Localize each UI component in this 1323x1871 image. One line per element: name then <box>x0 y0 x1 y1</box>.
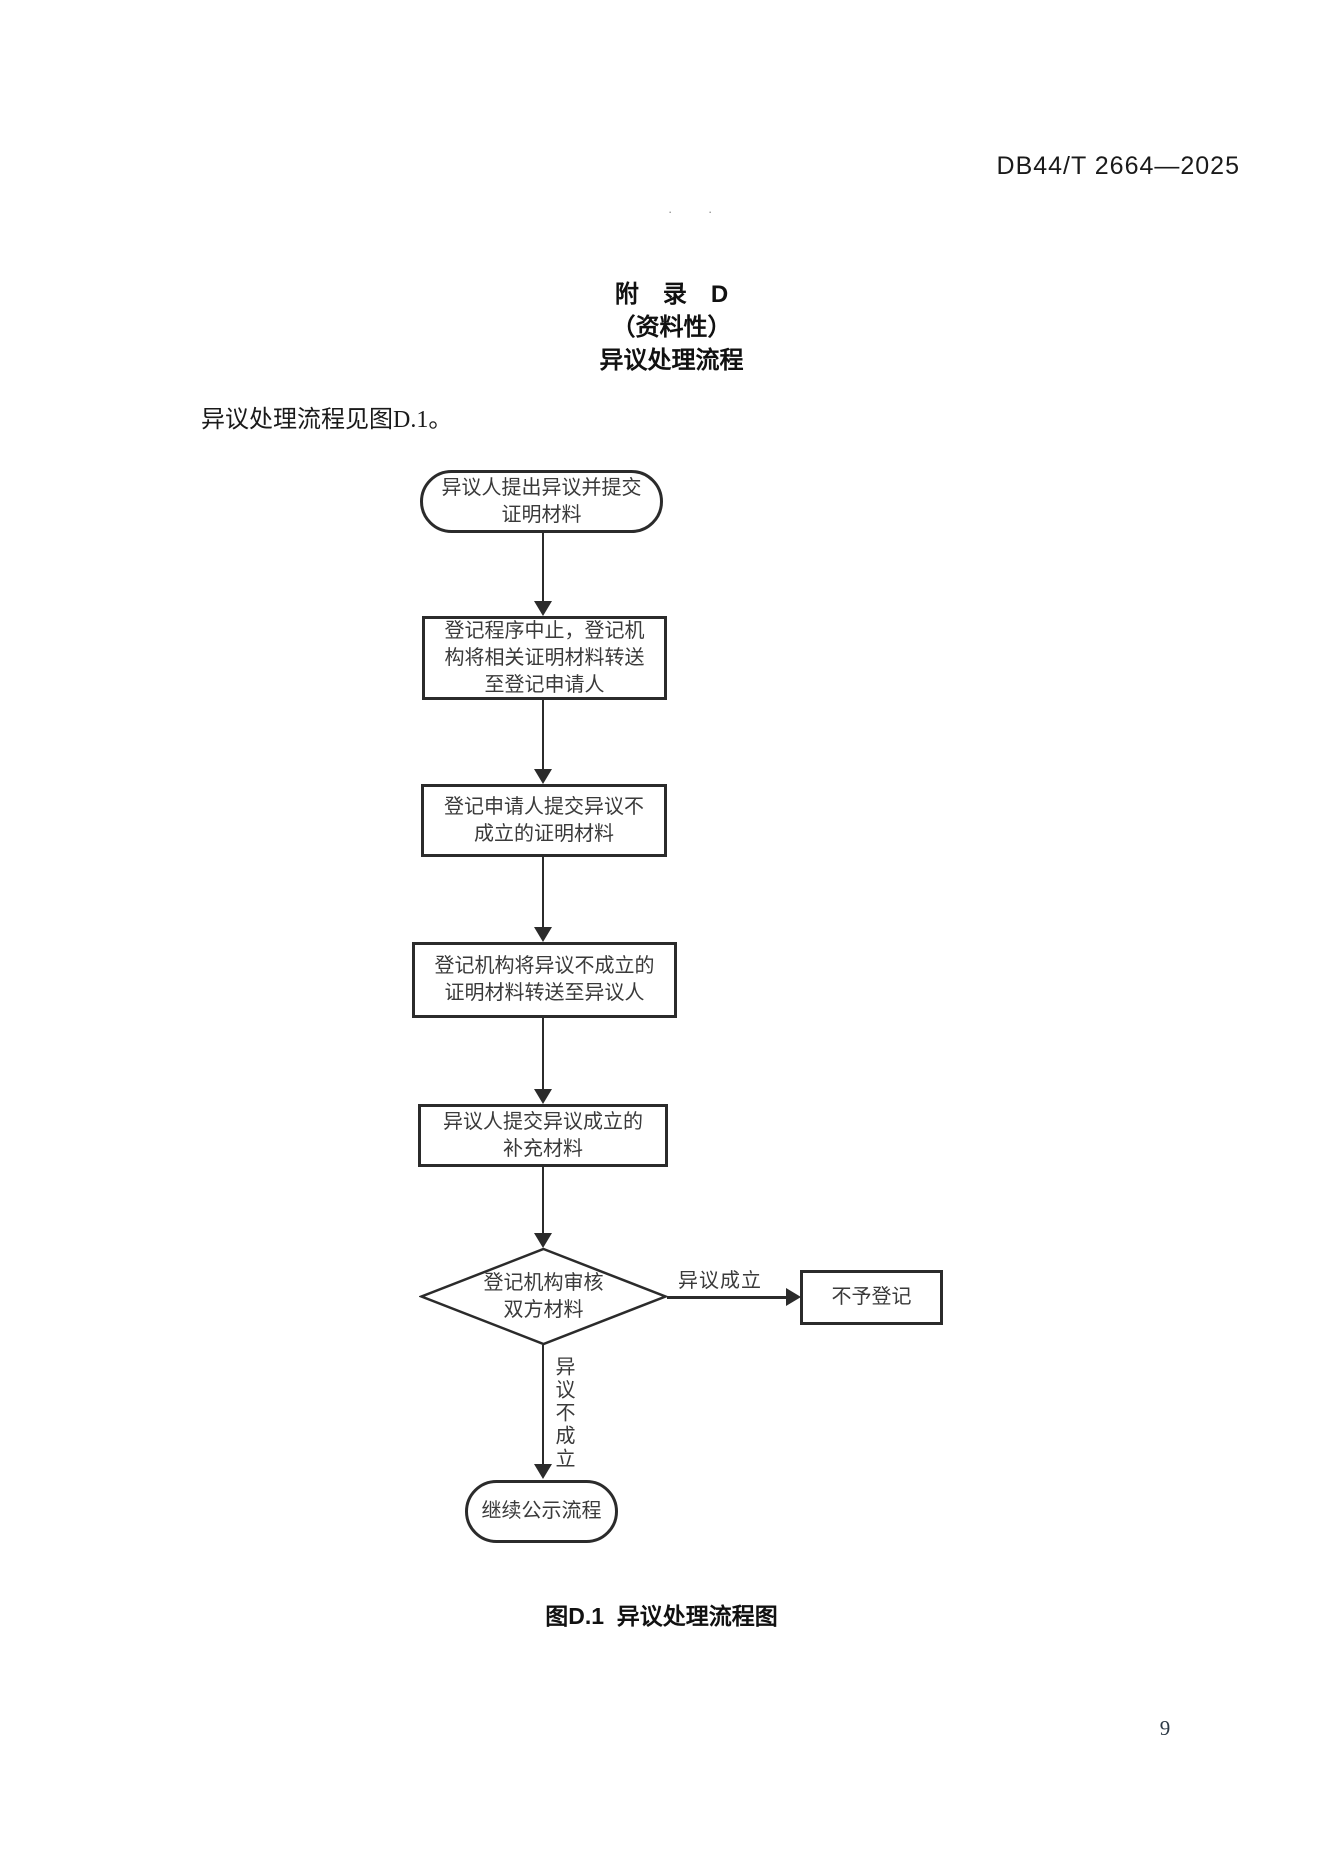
connector-line <box>541 700 544 769</box>
intro-text: 异议处理流程见图D.1。 <box>201 407 453 433</box>
flow-node-suspend-registration: 登记程序中止，登记机 构将相关证明材料转送 至登记申请人 <box>422 616 667 700</box>
appendix-title-block: 附 录 D （资料性） 异议处理流程 <box>10 278 1323 377</box>
connector-line <box>541 533 544 601</box>
connector-line <box>541 1167 544 1233</box>
edge-label-objection-not-established: 异议不成立 <box>552 1356 574 1471</box>
appendix-subtitle: （资料性） <box>611 314 732 341</box>
connector-line <box>541 857 544 927</box>
flow-node-start: 异议人提出异议并提交 证明材料 <box>420 470 663 533</box>
edge-label-objection-established: 异议成立 <box>678 1270 762 1292</box>
arrowhead-down-icon <box>534 601 552 616</box>
appendix-title: 附 录 D <box>614 281 729 308</box>
connector-line <box>667 1296 786 1299</box>
flow-node-end: 继续公示流程 <box>465 1480 618 1543</box>
flow-node-forward-materials: 登记机构将异议不成立的 证明材料转送至异议人 <box>412 942 677 1018</box>
stray-print-marks: · · <box>668 204 729 219</box>
flow-node-objector-supplement: 异议人提交异议成立的 补充材料 <box>418 1104 668 1167</box>
flow-node-decision: 登记机构审核 双方材料 <box>483 1271 604 1321</box>
appendix-heading: 异议处理流程 <box>599 347 744 374</box>
arrowhead-down-icon <box>534 1233 552 1248</box>
decision-diamond-shape <box>419 1247 668 1346</box>
connector-line <box>541 1345 544 1464</box>
flow-node-reject: 不予登记 <box>800 1270 943 1325</box>
arrowhead-down-icon <box>534 1089 552 1104</box>
arrowhead-right-icon <box>786 1288 801 1306</box>
connector-line <box>541 1018 544 1089</box>
arrowhead-down-icon <box>534 769 552 784</box>
arrowhead-down-icon <box>534 1464 552 1479</box>
figure-caption: 图D.1 异议处理流程图 <box>545 1603 778 1629</box>
flow-node-applicant-submits: 登记申请人提交异议不 成立的证明材料 <box>421 784 667 857</box>
doc-standard-number: DB44/T 2664—2025 <box>996 152 1240 180</box>
arrowhead-down-icon <box>534 927 552 942</box>
page-number: 9 <box>1159 1716 1171 1740</box>
